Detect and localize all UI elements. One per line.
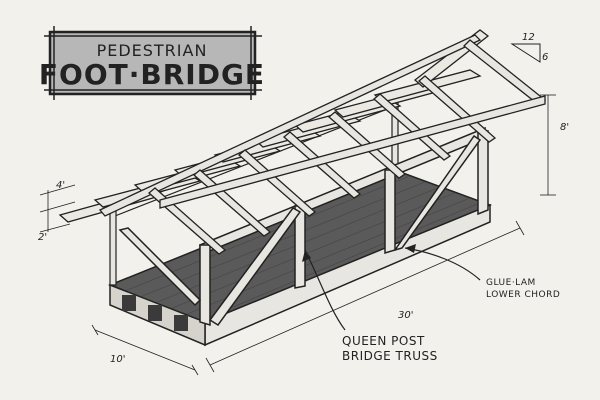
title-line2: FOOT·BRIDGE: [39, 58, 265, 91]
title-block: PEDESTRIAN FOOT·BRIDGE: [39, 26, 265, 100]
width-dimension: [91, 324, 199, 376]
height-label: 8': [560, 122, 569, 133]
overhang-top-label: 4': [56, 180, 65, 191]
truss-callout-arrow: [302, 250, 311, 262]
chord-callout-arrow: [405, 244, 416, 253]
height-dimension: [540, 94, 556, 196]
glue-lam-lower-chord: [109, 203, 491, 347]
pitch-run: 6: [542, 52, 548, 63]
overhang-dimensions: [39, 184, 76, 233]
chord-callout-line2: LOWER CHORD: [486, 290, 560, 300]
truss-callout-line1: QUEEN POST: [342, 334, 425, 348]
truss-callout-leader: [304, 249, 346, 331]
queen-post-truss: [118, 126, 489, 327]
roof-pitch-indicator: 12 6: [510, 32, 548, 63]
overhang-side-label: 2': [38, 232, 47, 243]
width-label: 10': [110, 354, 125, 365]
title-box: [48, 30, 257, 96]
pitch-rise: 12: [522, 32, 535, 43]
title-line1: PEDESTRIAN: [97, 41, 208, 60]
truss-callout-line2: BRIDGE TRUSS: [342, 349, 438, 363]
length-dimension: [205, 220, 525, 373]
length-label: 30': [398, 310, 413, 321]
chord-callout-line1: GLUE·LAM: [486, 278, 536, 288]
roof-structure: [98, 34, 547, 255]
